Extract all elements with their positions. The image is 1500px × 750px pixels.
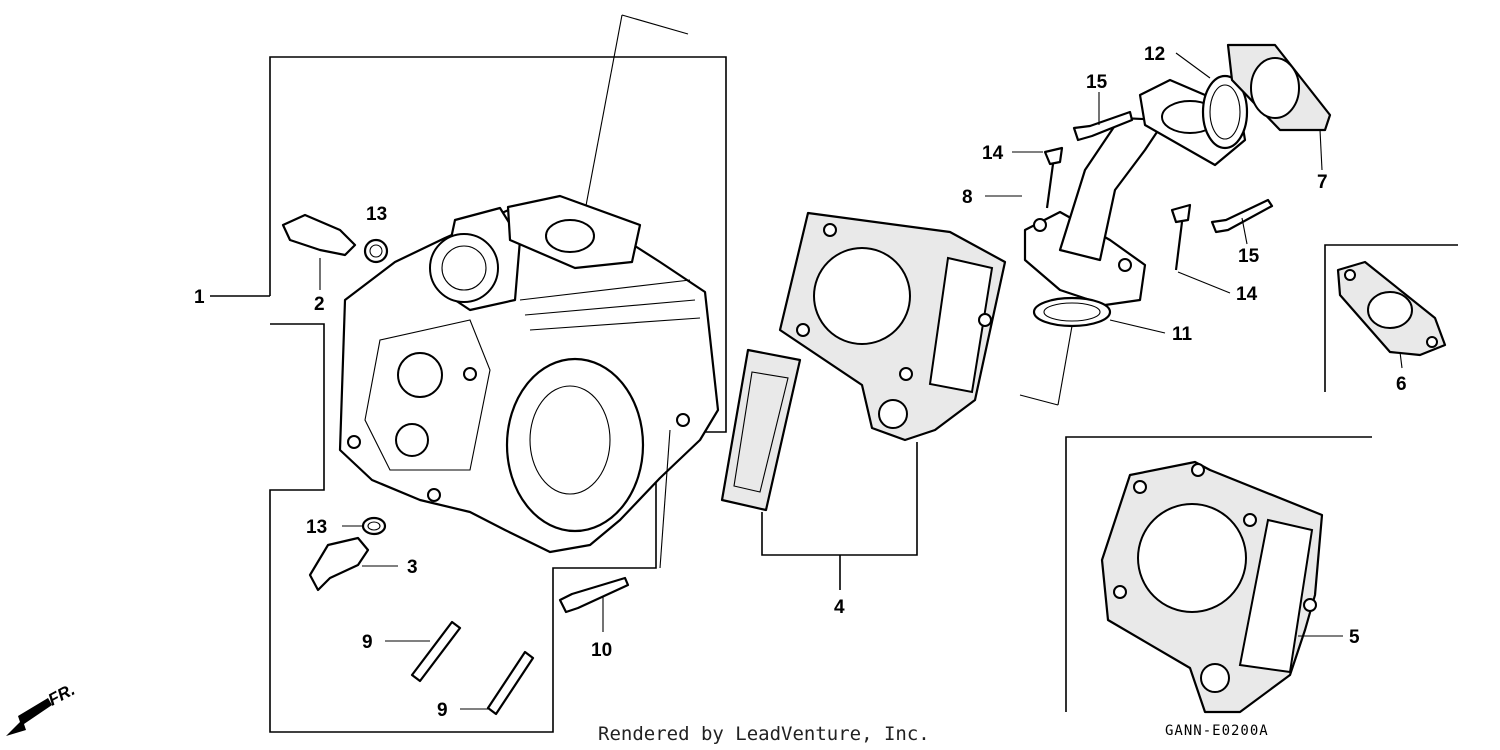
callout-13b: 13 bbox=[306, 517, 327, 538]
callout-8: 8 bbox=[962, 187, 973, 208]
part-14-bolt-a bbox=[1012, 146, 1064, 209]
part-5-inset bbox=[1065, 436, 1372, 714]
render-credit: Rendered by LeadVenture, Inc. bbox=[598, 723, 930, 745]
callout-3: 3 bbox=[407, 557, 418, 578]
diagram-code: GANN-E0200A bbox=[1165, 723, 1269, 739]
part-13-washer-top bbox=[363, 238, 389, 264]
cylinder-head bbox=[338, 194, 720, 569]
part-12-o-ring bbox=[1175, 52, 1249, 150]
callout-13a: 13 bbox=[366, 204, 387, 225]
part-4-head-gasket bbox=[778, 211, 1007, 442]
callout-7: 7 bbox=[1317, 172, 1328, 193]
part-10-bolt bbox=[558, 576, 630, 632]
part-9-stud-a bbox=[385, 620, 462, 683]
part-2-bolt bbox=[281, 213, 357, 290]
callout-15b: 15 bbox=[1238, 246, 1260, 267]
part-3-bolt bbox=[308, 536, 398, 592]
part-13-washer-bottom bbox=[342, 516, 387, 536]
part-6-inset bbox=[1324, 244, 1458, 392]
part-15-bolt-a bbox=[1072, 92, 1134, 142]
part-9-stud-b bbox=[460, 650, 535, 716]
callout-2: 2 bbox=[314, 294, 325, 315]
part-14-bolt-b bbox=[1170, 203, 1231, 294]
callout-14b: 14 bbox=[1236, 284, 1258, 305]
callout-9a: 9 bbox=[362, 632, 373, 653]
callout-12: 12 bbox=[1144, 44, 1165, 65]
arrow-icon bbox=[6, 698, 52, 736]
callout-10: 10 bbox=[591, 640, 612, 661]
callout-9b: 9 bbox=[437, 700, 448, 721]
callout-15a: 15 bbox=[1086, 72, 1108, 93]
callout-6: 6 bbox=[1396, 374, 1407, 395]
part-7-gasket bbox=[1226, 43, 1332, 171]
callout-14a: 14 bbox=[982, 143, 1004, 164]
front-direction-indicator: FR. bbox=[6, 680, 78, 736]
gasket-4-bracket bbox=[761, 442, 918, 590]
callout-11: 11 bbox=[1172, 324, 1193, 345]
part-11-o-ring bbox=[1019, 296, 1166, 406]
callout-5: 5 bbox=[1349, 627, 1360, 648]
intake-port bbox=[429, 233, 499, 303]
part-4-gasket-small bbox=[720, 348, 802, 512]
callout-1: 1 bbox=[194, 287, 205, 308]
callout-4: 4 bbox=[834, 597, 845, 618]
part-15-bolt-b bbox=[1210, 198, 1274, 245]
